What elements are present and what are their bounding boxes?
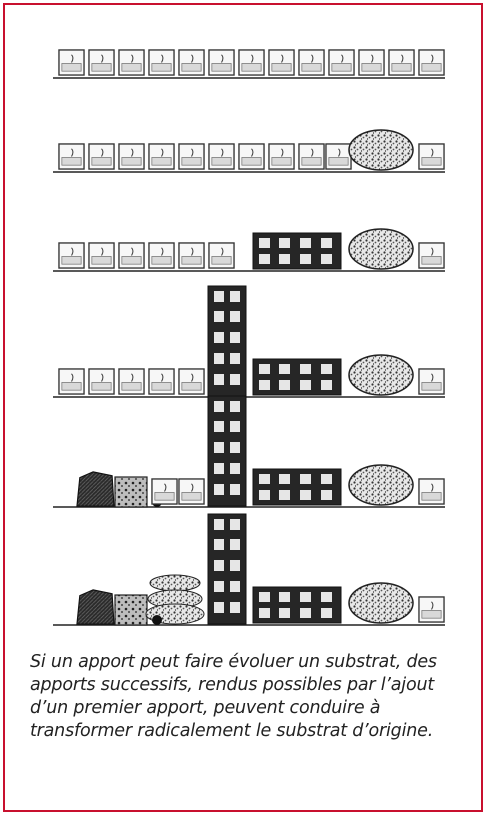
row-2: [53, 130, 445, 172]
row-1: [53, 50, 445, 78]
row-5: [53, 396, 445, 507]
figure-caption: Si un apport peut faire évoluer un subst…: [30, 651, 470, 743]
row-3: [53, 229, 445, 271]
row-4: [53, 286, 445, 397]
row-6: [53, 514, 445, 625]
figure-frame: Si un apport peut faire évoluer un subst…: [3, 3, 483, 812]
stacking-illustration: [5, 5, 485, 645]
